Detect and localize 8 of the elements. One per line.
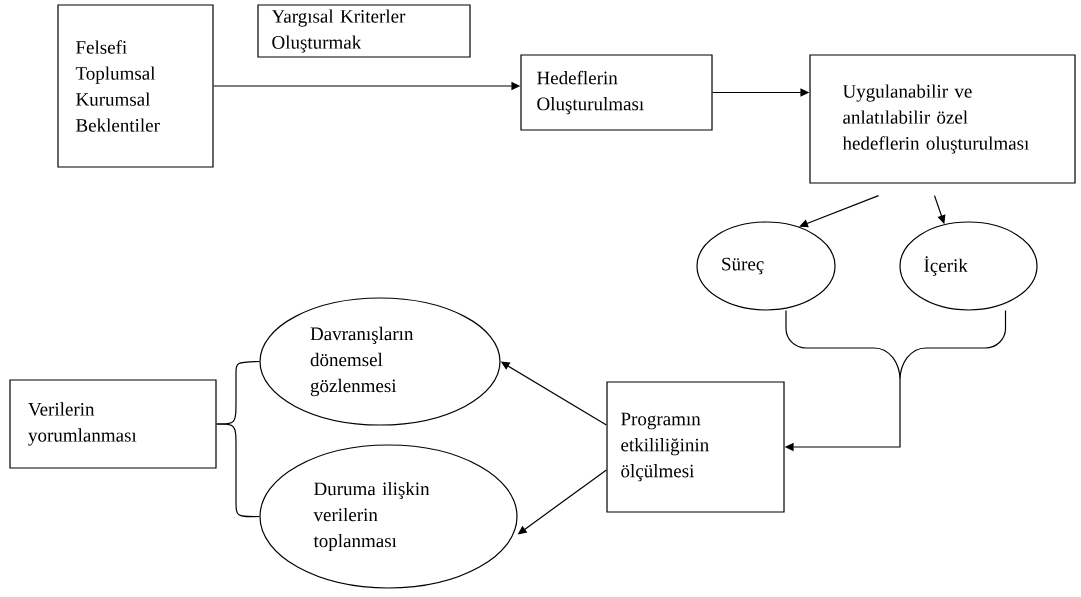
arrow: [799, 195, 880, 228]
process-box: Felsefi Toplumsal Kurumsal Beklentiler: [57, 4, 214, 168]
process-box: Programın etkililiğinin ölçülmesi: [606, 381, 785, 513]
brace: [216, 423, 260, 518]
process-box: Uygulanabilir ve anlatılabilir özel hedeflerin oluşturulması: [809, 54, 1076, 184]
process-box: Hedeflerin Oluşturulması: [520, 54, 713, 131]
process-box: Verilerin yorumlanması: [9, 379, 217, 469]
process-box: Yargısal Kriterler Oluşturmak: [257, 4, 471, 58]
